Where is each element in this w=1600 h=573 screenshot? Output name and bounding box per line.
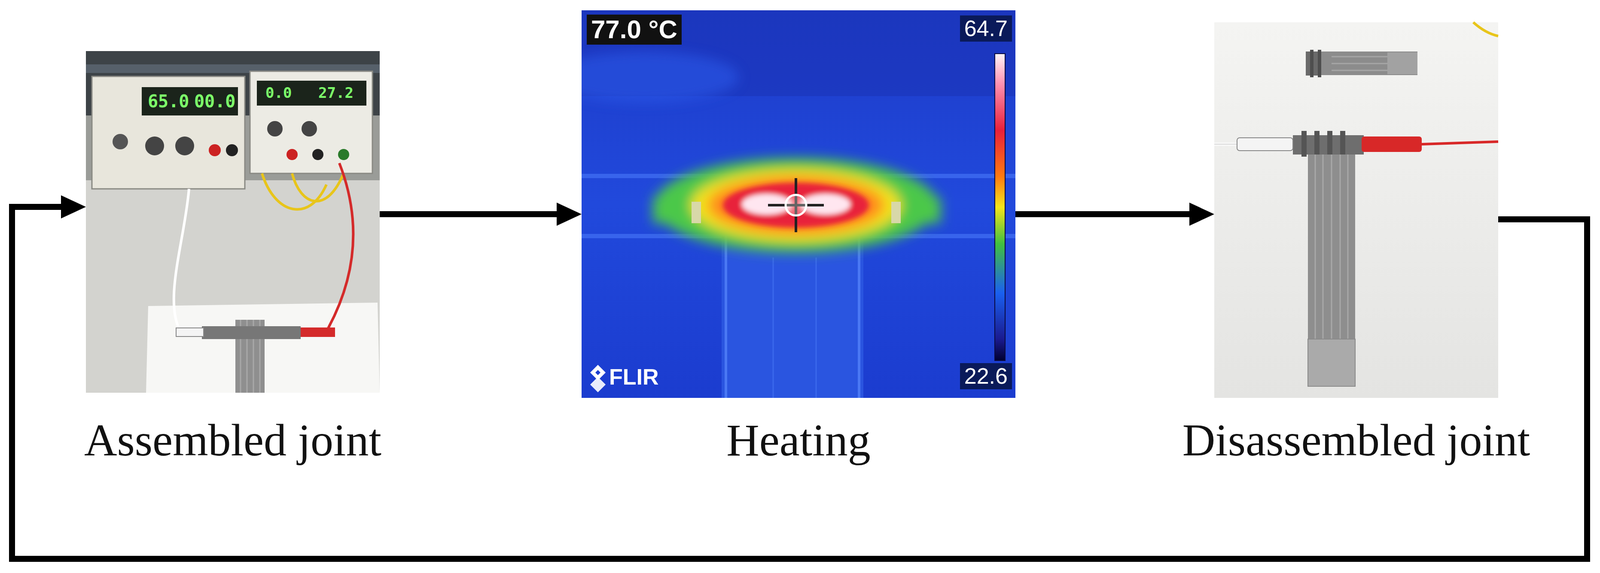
thermal-image <box>581 51 739 104</box>
lab-photo <box>292 173 344 202</box>
thermal-image <box>691 201 701 224</box>
panel-caption: Heating <box>726 415 871 467</box>
scale-minimum: 22.6 <box>960 363 1012 390</box>
lab-photo <box>286 149 298 161</box>
lab-photo <box>338 149 350 161</box>
parts-photo <box>1214 22 1499 399</box>
panel-caption: Disassembled joint <box>1182 415 1531 467</box>
parts-photo <box>1314 154 1317 340</box>
display-reading: 27.2 <box>315 84 357 102</box>
photo-panel: Heating <box>581 10 1016 399</box>
lab-photo <box>267 121 283 137</box>
thermal-image <box>690 168 902 242</box>
flow-arrow <box>1015 202 1215 226</box>
flow-arrow <box>12 195 1588 560</box>
temperature-readout: 77.0 °C <box>586 14 682 45</box>
parts-photo <box>1339 154 1341 340</box>
thermal-image <box>652 158 941 253</box>
parts-photo <box>1310 49 1314 78</box>
photo-panel: Disassembled joint <box>1214 22 1499 399</box>
lab-photo <box>141 87 238 116</box>
lab-photo <box>145 136 165 156</box>
thermal-image <box>772 257 775 399</box>
display-reading: 00.0 <box>191 91 238 112</box>
parts-photo <box>1320 51 1418 76</box>
parts-photo <box>1317 49 1322 78</box>
lab-photo <box>85 51 380 394</box>
parts-photo <box>1361 136 1422 153</box>
parts-photo <box>1421 141 1499 145</box>
arrow-head <box>1189 202 1215 226</box>
panel-caption: Assembled joint <box>84 415 382 467</box>
parts-photo <box>1347 154 1349 340</box>
parts-photo <box>1214 22 1499 399</box>
lab-photo <box>112 134 128 150</box>
parts-photo <box>1314 131 1320 157</box>
parts-photo <box>1214 142 1240 147</box>
display-reading: 0.0 <box>262 84 295 102</box>
thermal-image <box>724 236 728 399</box>
parts-photo <box>1340 131 1346 157</box>
lab-photo <box>301 121 317 137</box>
display-reading: 65.0 <box>145 91 192 112</box>
parts-photo <box>1307 339 1356 387</box>
lab-photo <box>326 163 354 332</box>
parts-photo <box>1473 22 1499 37</box>
lab-photo <box>91 76 245 189</box>
lab-photo <box>225 144 238 157</box>
thermal-image <box>707 176 884 235</box>
scale-maximum: 64.7 <box>960 15 1012 42</box>
parts-photo <box>1301 131 1307 157</box>
lab-photo <box>175 136 195 156</box>
thermal-image <box>721 236 864 399</box>
lab-photo <box>312 149 324 161</box>
thermal-image <box>590 377 606 393</box>
thermal-image <box>581 10 1016 399</box>
parts-photo <box>1214 144 1240 145</box>
arrow-line <box>12 207 1588 560</box>
lab-photo <box>176 328 204 337</box>
parts-photo <box>1327 131 1333 157</box>
parts-photo <box>1237 137 1293 151</box>
lab-photo <box>208 144 221 157</box>
thermal-image <box>891 201 901 224</box>
lab-photo <box>85 51 380 394</box>
thermal-image <box>994 53 1006 361</box>
lab-photo <box>300 327 336 338</box>
flow-arrow <box>379 202 582 226</box>
thermal-image <box>785 195 807 216</box>
parts-photo <box>1331 154 1333 340</box>
thermal-image <box>654 158 938 253</box>
lab-photo <box>85 180 380 394</box>
lab-photo <box>146 302 380 394</box>
camera-brand: FLIR <box>609 365 659 390</box>
thermal-image <box>857 236 861 399</box>
lab-photo <box>173 188 189 332</box>
lab-photo <box>201 326 301 340</box>
lab-photo <box>249 71 373 174</box>
thermal-image <box>815 257 817 399</box>
parts-photo <box>1387 52 1418 75</box>
arrow-head <box>60 195 86 219</box>
parts-photo <box>1307 154 1356 340</box>
arrow-head <box>556 202 582 226</box>
parts-photo <box>1322 154 1324 340</box>
arrow-line <box>379 211 558 218</box>
arrow-line <box>1015 211 1191 218</box>
lab-photo <box>256 80 367 106</box>
